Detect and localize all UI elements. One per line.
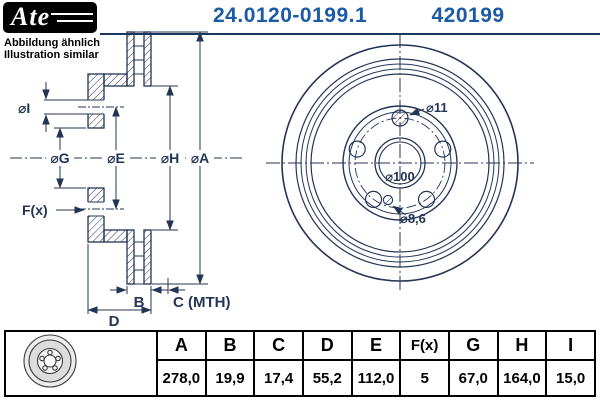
logo-stripe (57, 20, 93, 22)
dim-label-i: ⌀I (18, 100, 30, 116)
note-english: Illustration similar (4, 49, 99, 61)
dim-label-h: ⌀H (161, 150, 180, 166)
part-number-secondary: 420199 (431, 4, 505, 27)
set-screw-hole (382, 194, 394, 206)
front-view (266, 34, 534, 292)
spec-value-fx: 5 (399, 359, 450, 397)
dim-label-a: ⌀A (191, 150, 210, 166)
spec-header-c: C (253, 329, 304, 362)
ate-logo: Ate (3, 2, 97, 33)
dim-label-b: B (134, 294, 145, 311)
section-labels: ⌀I ⌀G ⌀E ⌀H ⌀A F(x) B C (MTH) D (18, 100, 230, 330)
ate-logo-text: Ate (11, 2, 51, 31)
spec-header-fx: F(x) (399, 329, 450, 362)
spec-value-a: 278,0 (156, 359, 207, 397)
lug-hole (417, 190, 436, 208)
disc-thumbnail-cell (4, 330, 158, 397)
dim-label-d: D (109, 313, 120, 330)
cross-section-view (10, 31, 242, 285)
front-label-dia8-6: ⌀8,6 (400, 211, 426, 226)
vent-vanes (134, 31, 144, 285)
spec-header-a: A (156, 329, 207, 362)
spec-header-h: H (496, 329, 548, 362)
spec-header-e: E (350, 329, 402, 362)
front-label-dia11: ⌀11 (426, 100, 448, 115)
dim-label-f: F(x) (22, 202, 48, 218)
disc-thumbnail-image (23, 334, 77, 388)
spec-value-i: 15,0 (545, 359, 596, 397)
spec-value-b: 19,9 (204, 359, 256, 397)
spec-value-c: 17,4 (253, 359, 304, 397)
note-german: Abbildung ähnlich (4, 37, 100, 49)
lug-hole (348, 140, 366, 158)
dim-label-g: ⌀G (50, 150, 69, 166)
logo-stripe (51, 13, 93, 15)
technical-drawing: ⌀I ⌀G ⌀E ⌀H ⌀A F(x) B C (MTH) D (10, 31, 534, 330)
dim-label-e: ⌀E (107, 150, 125, 166)
lug-hole (391, 109, 409, 127)
spec-value-h: 164,0 (496, 359, 548, 397)
dim-label-c: C (MTH) (173, 294, 230, 311)
lug-hole (364, 190, 383, 208)
part-numbers: 24.0120-0199.1 420199 (213, 4, 505, 28)
spec-header-d: D (301, 329, 353, 362)
spec-value-d: 55,2 (301, 359, 353, 397)
spec-value-g: 67,0 (447, 359, 499, 397)
spec-header-b: B (204, 329, 256, 362)
spec-value-e: 112,0 (350, 359, 402, 397)
similarity-note: Abbildung ähnlich Illustration similar (4, 37, 100, 61)
header-divider (100, 33, 600, 35)
spec-table: A B C D E F(x) G H I 278,0 19,9 17,4 55,… (4, 329, 596, 397)
spec-header-i: I (545, 329, 596, 362)
front-view-labels: ⌀11 ⌀100 ⌀8,6 (385, 100, 447, 226)
lug-hole (434, 140, 452, 158)
part-number-primary: 24.0120-0199.1 (213, 4, 368, 27)
spec-header-g: G (447, 329, 499, 362)
front-label-dia100: ⌀100 (385, 169, 415, 184)
